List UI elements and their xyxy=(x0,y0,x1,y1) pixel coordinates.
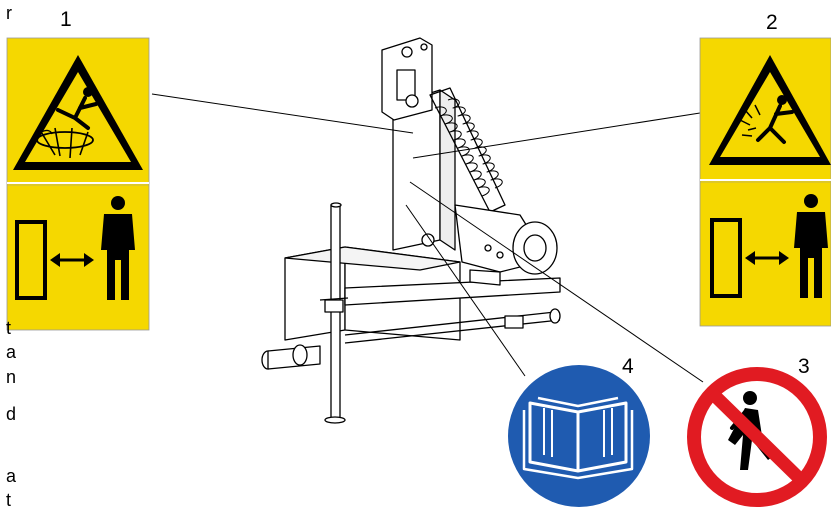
margin-letter: t xyxy=(6,318,12,338)
read-manual-icon xyxy=(522,396,634,480)
rotating-tines-entanglement-icon xyxy=(13,55,143,170)
margin-letter: a xyxy=(6,466,17,486)
callout-number-3: 3 xyxy=(798,355,810,378)
callout-number-4: 4 xyxy=(622,355,634,378)
warning-decal-1 xyxy=(6,37,150,331)
no-pedestrians-sign xyxy=(687,367,827,507)
margin-letter: t xyxy=(6,490,12,510)
spring-right xyxy=(447,98,503,189)
leader-lines xyxy=(151,93,704,383)
leader-line-1 xyxy=(151,93,414,134)
callout-number-1: 1 xyxy=(60,8,72,31)
margin-letter: n xyxy=(6,367,17,387)
thrown-objects-hazard-icon xyxy=(709,55,831,165)
warning-decal-2 xyxy=(699,37,831,327)
leader-line-4 xyxy=(405,204,526,377)
leader-line-3 xyxy=(409,181,704,383)
read-manual-sign xyxy=(508,365,650,507)
keep-safe-distance-icon xyxy=(710,194,828,298)
margin-letter: d xyxy=(6,404,17,424)
leader-line-2 xyxy=(412,112,701,159)
keep-safe-distance-icon xyxy=(15,196,135,300)
callout-number-2: 2 xyxy=(766,11,778,34)
machine-drawing xyxy=(261,37,561,424)
margin-letter: r xyxy=(6,3,12,23)
margin-letter: a xyxy=(6,342,17,362)
